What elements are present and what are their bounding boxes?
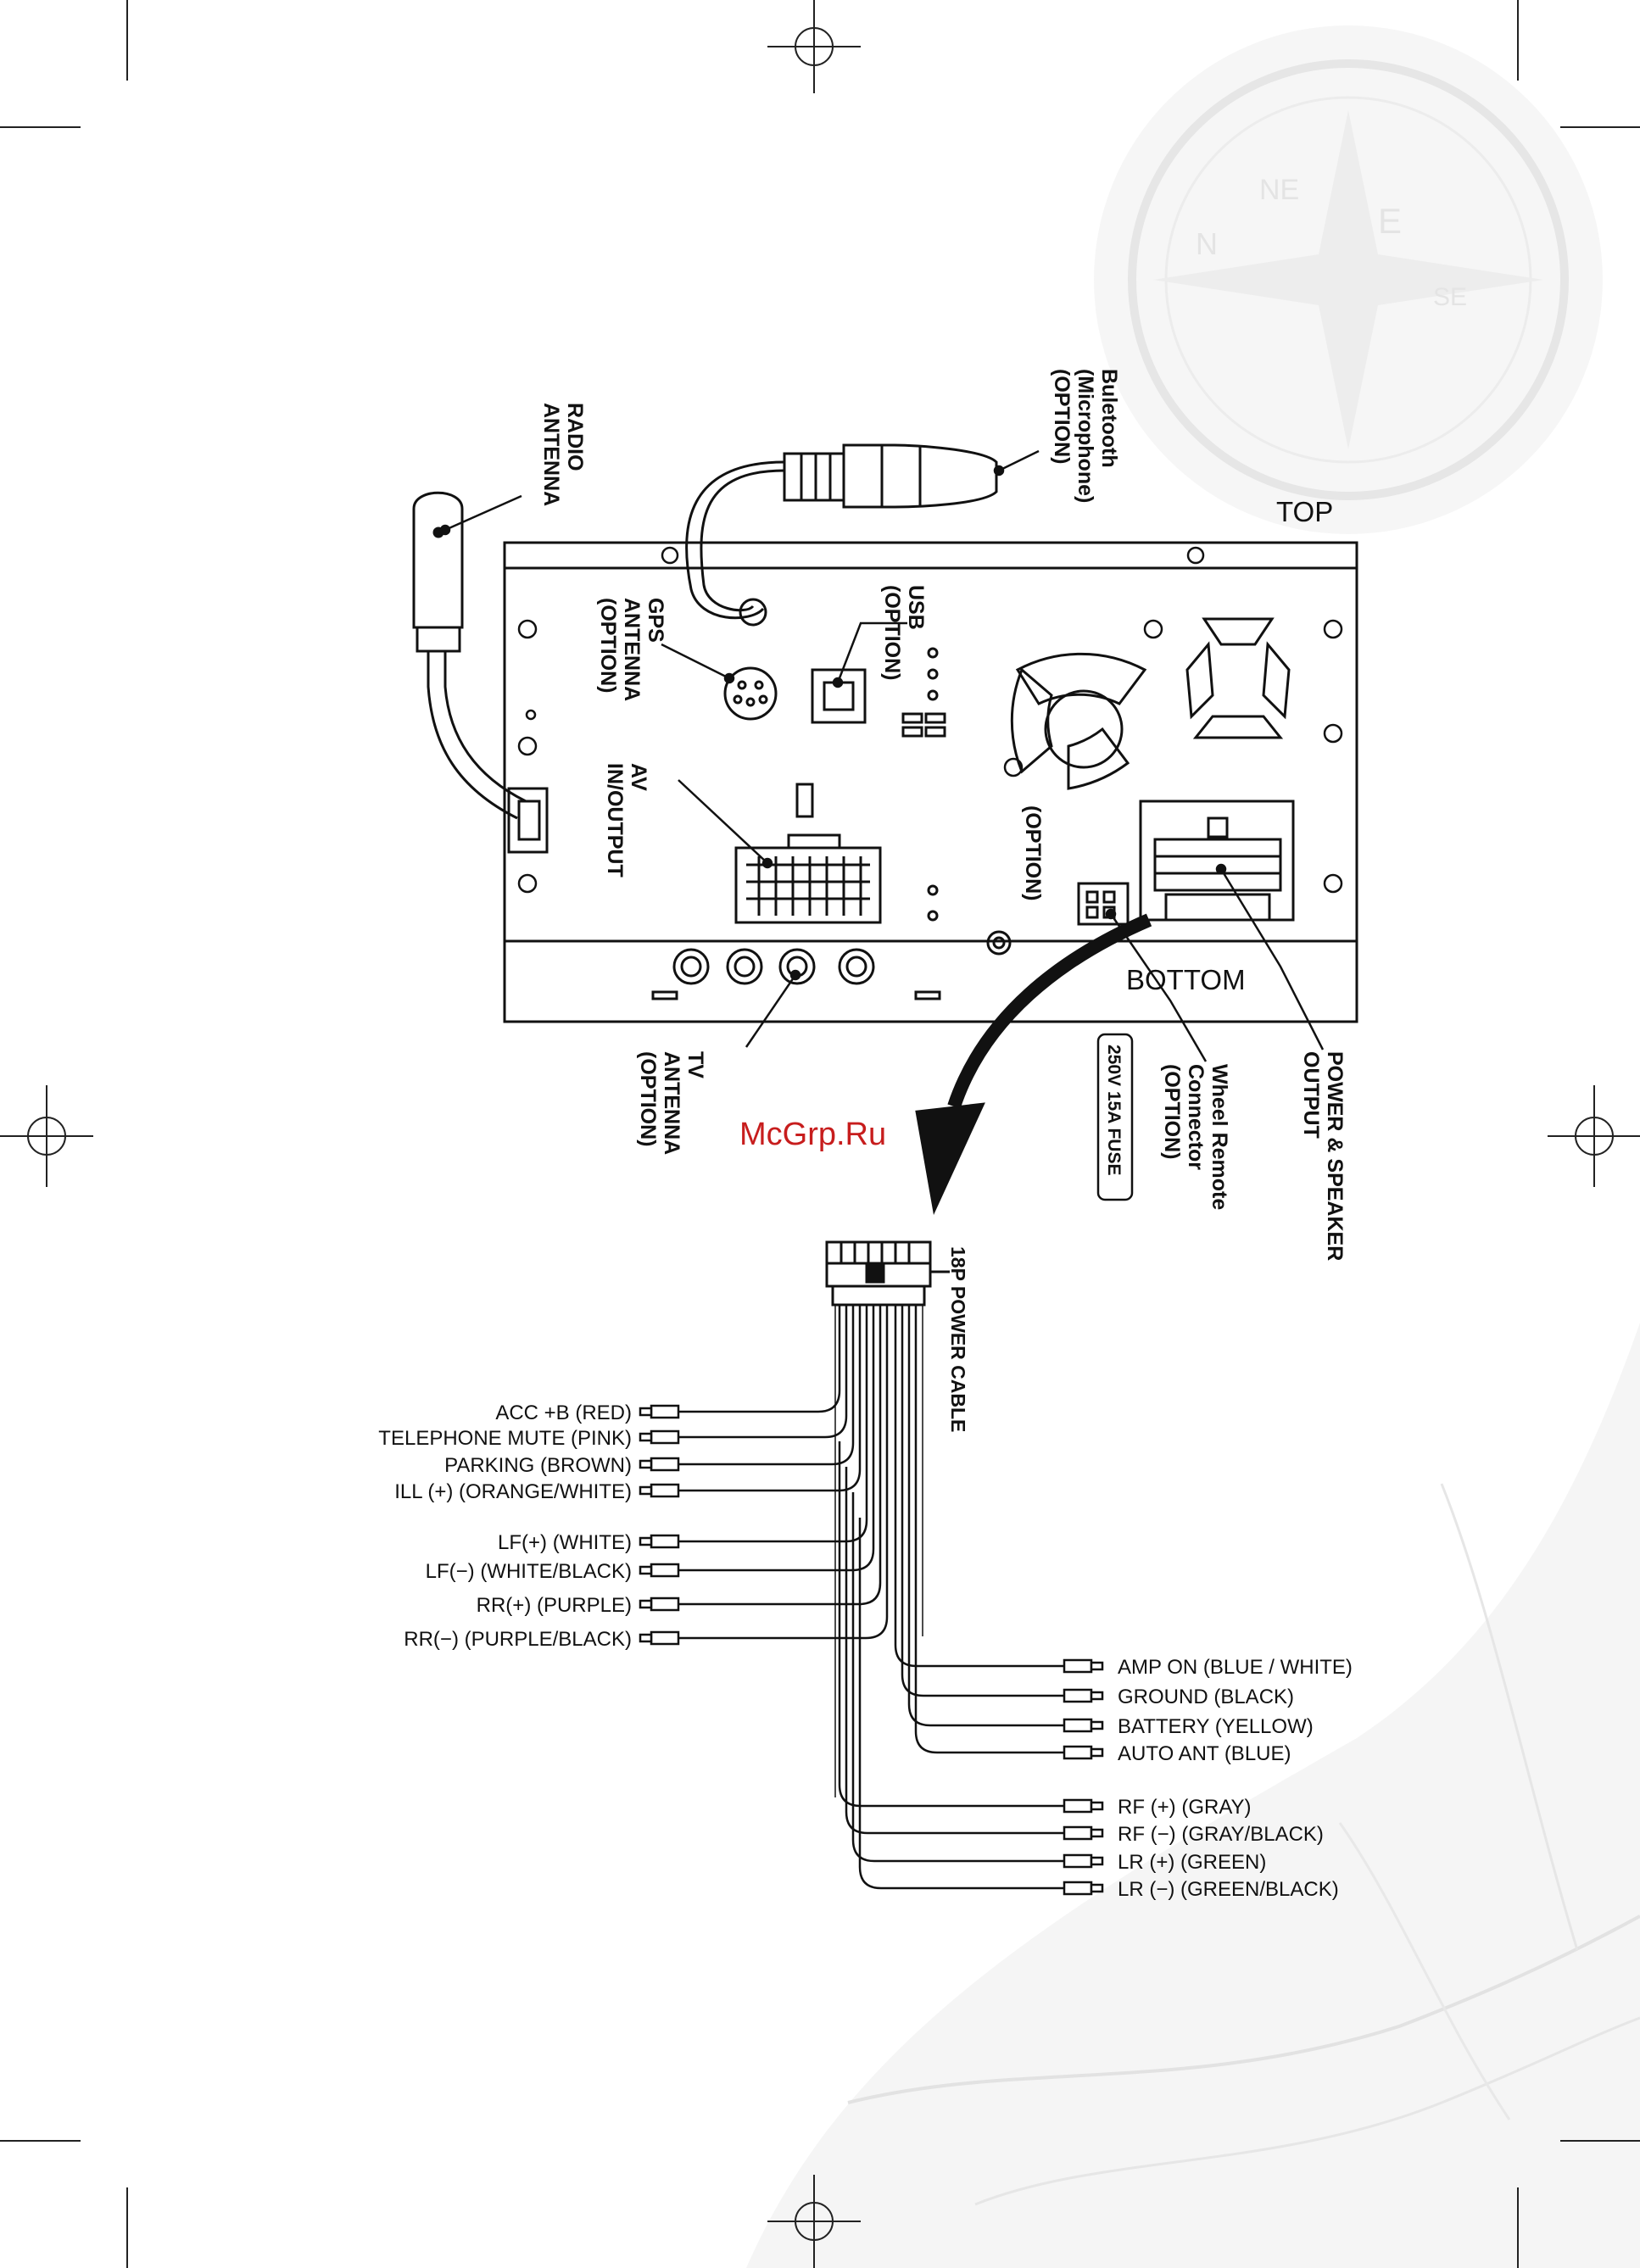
gps-antenna-connector <box>723 666 778 721</box>
wire-label: RR(−) (PURPLE/BLACK) <box>404 1628 632 1651</box>
svg-text:N: N <box>1196 226 1218 261</box>
fuse-box <box>1096 1033 1134 1201</box>
leader-lines <box>439 449 1325 1062</box>
wire-label: LR (−) (GREEN/BLACK) <box>1118 1878 1339 1901</box>
registration-mark-left <box>0 1085 93 1187</box>
wire-label: PARKING (BROWN) <box>444 1454 632 1477</box>
label-bottom: BOTTOM <box>1126 964 1246 995</box>
wire-harness <box>678 1305 1064 1890</box>
label-bluetooth-microphone: Buletooth (Microphone) (OPTION) <box>1050 369 1121 509</box>
label-av-io: AV IN/OUTPUT <box>603 763 650 878</box>
wire-label: ILL (+) (ORANGE/WHITE) <box>394 1480 632 1503</box>
registration-mark-bottom <box>767 2175 861 2268</box>
rca-jacks <box>651 948 941 1000</box>
watermark: McGrp.Ru <box>739 1117 886 1152</box>
wire-label: LR (+) (GREEN) <box>1118 1851 1266 1874</box>
wire-label: RF (−) (GRAY/BLACK) <box>1118 1823 1324 1846</box>
svg-text:E: E <box>1378 201 1402 241</box>
power-cable-connector <box>825 1240 950 1307</box>
wire-label: RF (+) (GRAY) <box>1118 1796 1252 1819</box>
microphone-jack <box>739 598 767 627</box>
cooling-fan-vent <box>1010 617 1291 790</box>
svg-text:NE: NE <box>1259 174 1299 206</box>
svg-text:SE: SE <box>1433 283 1467 311</box>
wire-label: TELEPHONE MUTE (PINK) <box>378 1427 632 1450</box>
wire-label: AMP ON (BLUE / WHITE) <box>1118 1656 1353 1679</box>
registration-mark-right <box>1548 1085 1640 1187</box>
map-background <box>746 1323 1640 2268</box>
wire-label: LF(−) (WHITE/BLACK) <box>426 1560 632 1583</box>
wire-label: LF(+) (WHITE) <box>498 1531 632 1554</box>
microphone-cable <box>685 443 998 620</box>
connection-arrow <box>915 913 1152 1215</box>
head-unit-rear-panel <box>503 541 1358 1023</box>
wire-label: ACC +B (RED) <box>495 1401 632 1424</box>
label-fuse: 250V 15A FUSE <box>1104 1045 1124 1175</box>
wire-labels-right: AMP ON (BLUE / WHITE) GROUND (BLACK) BAT… <box>1118 1656 1353 1901</box>
radio-antenna-plug <box>412 491 527 820</box>
mounting-screws <box>517 546 1343 894</box>
label-option: (OPTION) <box>1021 805 1045 901</box>
ground-screw <box>986 930 1012 956</box>
label-tv-antenna: TV ANTENNA (OPTION) <box>636 1051 707 1160</box>
wire-terminals <box>639 1404 1104 1896</box>
registration-mark-top <box>767 0 861 93</box>
wire-label: RR(+) (PURPLE) <box>477 1594 632 1617</box>
label-power-speaker-output: POWER & SPEAKER OUTPUT <box>1299 1051 1347 1267</box>
wire-label: GROUND (BLACK) <box>1118 1686 1294 1708</box>
label-gps-antenna: GPS ANTENNA (OPTION) <box>596 598 667 706</box>
compass-background: NE E SE N <box>1094 25 1603 534</box>
wire-label: BATTERY (YELLOW) <box>1118 1715 1314 1738</box>
wire-labels-left: ACC +B (RED) TELEPHONE MUTE (PINK) PARKI… <box>378 1401 632 1651</box>
label-usb: USB (OPTION) <box>880 585 928 681</box>
label-wheel-remote: Wheel Remote Connector (OPTION) <box>1160 1064 1231 1216</box>
radio-antenna-socket <box>507 787 549 854</box>
label-top: TOP <box>1276 496 1333 527</box>
label-radio-antenna: RADIO ANTENNA <box>539 403 587 506</box>
wire-label: AUTO ANT (BLUE) <box>1118 1742 1291 1765</box>
label-power-cable: 18P POWER CABLE <box>947 1246 969 1432</box>
power-speaker-connector <box>1139 800 1295 922</box>
